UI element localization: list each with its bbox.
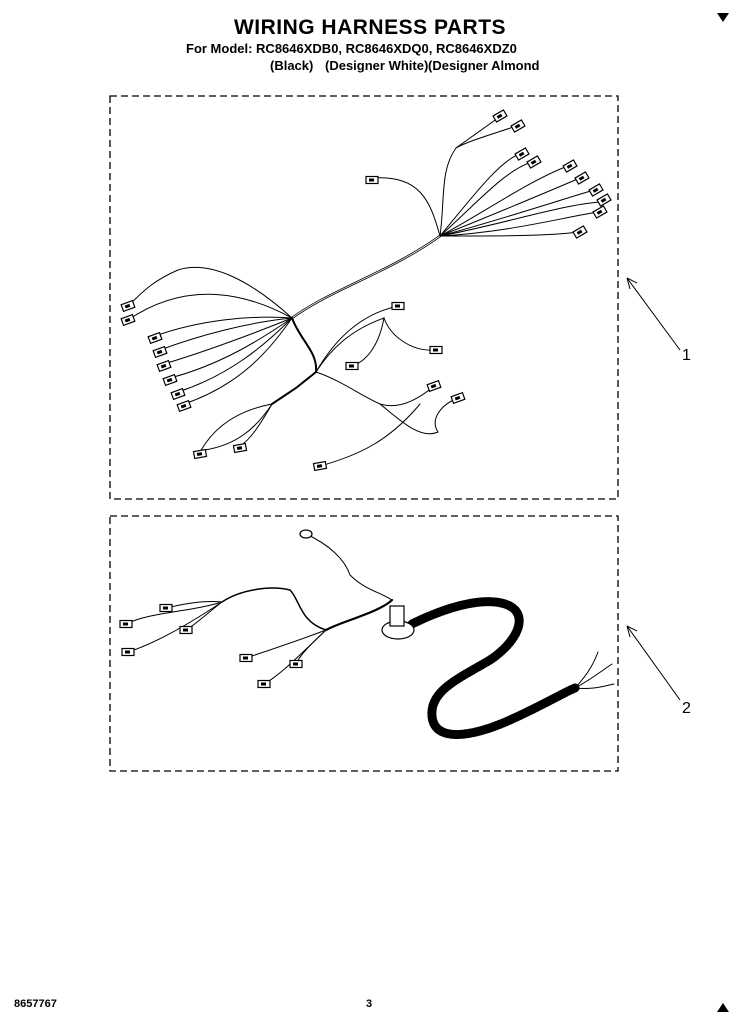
wiring-harness-2 bbox=[125, 533, 615, 739]
wiring-harness-1 bbox=[127, 117, 601, 467]
callout-arrows bbox=[626, 277, 681, 701]
model-list: For Model: RC8646XDB0, RC8646XDQ0, RC864… bbox=[186, 41, 517, 56]
page-title: WIRING HARNESS PARTS bbox=[233, 16, 507, 39]
finish-designer-white: (Designer White) bbox=[325, 58, 429, 73]
finish-designer-almond: (Designer Almond bbox=[428, 58, 540, 73]
page-number: 3 bbox=[366, 998, 373, 1010]
part-2-components bbox=[119, 529, 415, 689]
callout-2: 2 bbox=[682, 700, 691, 717]
part-2-box bbox=[109, 515, 619, 772]
document-code: 8657767 bbox=[14, 998, 57, 1010]
corner-mark-top bbox=[717, 13, 729, 22]
callout-1: 1 bbox=[682, 347, 691, 364]
corner-mark-bottom bbox=[717, 1003, 729, 1012]
part-1-terminals bbox=[120, 109, 612, 472]
finish-black: (Black) bbox=[270, 58, 314, 73]
part-1-box bbox=[109, 95, 619, 500]
